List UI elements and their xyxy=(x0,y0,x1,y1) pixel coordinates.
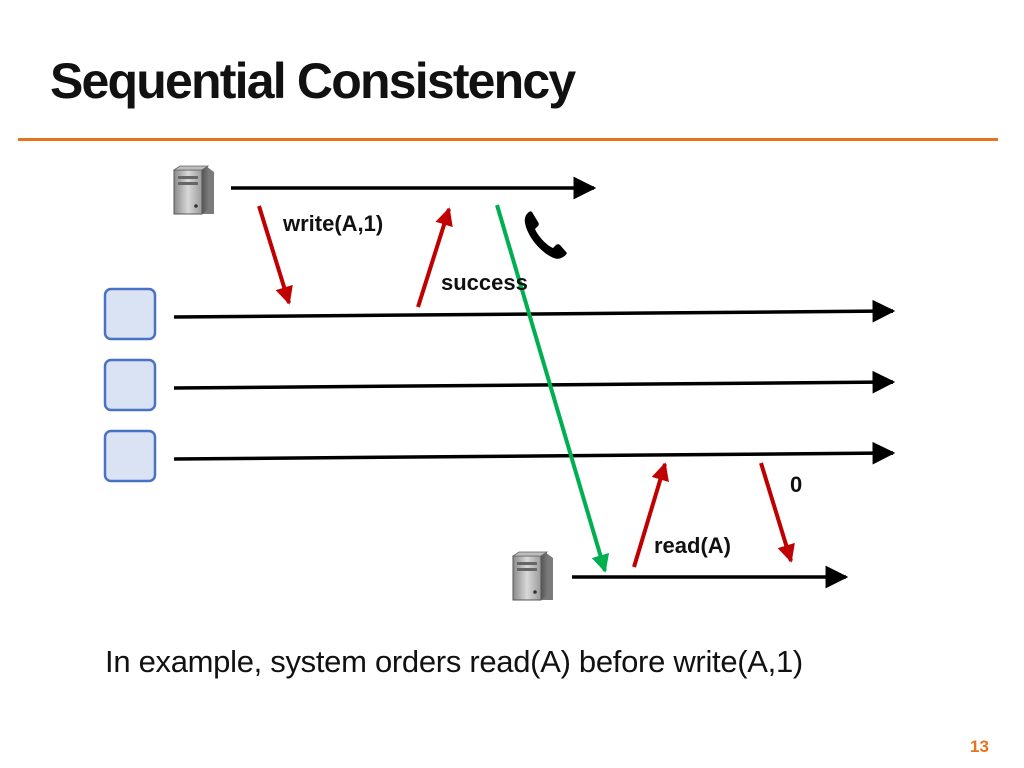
slide-caption: In example, system orders read(A) before… xyxy=(105,644,803,679)
read-label: read(A) xyxy=(654,533,732,558)
success-response-arrow xyxy=(416,207,453,308)
slide-title: Sequential Consistency xyxy=(50,53,576,109)
replica-timeline-3 xyxy=(173,441,896,465)
ordering-arrow xyxy=(495,204,610,573)
zero-label: 0 xyxy=(790,472,803,497)
title-divider xyxy=(18,138,998,141)
zero-response-arrow xyxy=(759,462,795,563)
page-number: 13 xyxy=(970,737,989,756)
replica-box-icon xyxy=(103,429,157,483)
read-request-arrow xyxy=(632,462,669,568)
write-request-arrow xyxy=(257,205,293,305)
server-icon xyxy=(511,551,553,601)
replica-box-icon xyxy=(103,358,157,412)
replica-box-icon xyxy=(103,287,157,341)
server-icon xyxy=(172,165,214,215)
replica-timeline-2 xyxy=(173,370,896,394)
success-label: success xyxy=(441,270,528,295)
write-label: write(A,1) xyxy=(283,211,384,236)
replica-timeline-1 xyxy=(173,299,896,323)
phone-icon xyxy=(524,211,567,259)
